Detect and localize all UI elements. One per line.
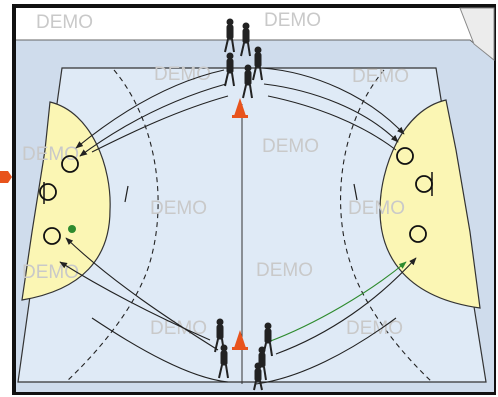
- watermark: DEMO: [154, 64, 211, 85]
- right-freethrow-line: [340, 69, 433, 383]
- cone-icon: [232, 98, 248, 118]
- player-figure-icon: [224, 18, 235, 53]
- ball-icon: [68, 225, 76, 233]
- left-freethrow-line: [65, 69, 159, 383]
- arrow-top-to-left-goal-3: [91, 95, 229, 153]
- circle-marker-icon: [43, 227, 61, 245]
- arrow-top-to-left-goal-2: [79, 83, 227, 157]
- circle-marker-icon: [61, 155, 79, 173]
- right-7m-mark: [353, 183, 358, 201]
- back-wall: [16, 8, 494, 60]
- watermark: DEMO: [256, 260, 313, 281]
- left-7m-mark: [124, 185, 129, 203]
- player-figure-icon: [252, 46, 263, 81]
- watermark: DEMO: [264, 10, 321, 31]
- arrow-bottom-to-left-goal: [65, 237, 219, 351]
- watermark: DEMO: [346, 318, 403, 339]
- circle-marker-icon: [39, 183, 57, 201]
- player-figure-icon: [224, 52, 235, 87]
- watermark: DEMO: [22, 144, 79, 165]
- player-figure-icon: [242, 64, 253, 99]
- arrow-top-to-right-goal-2: [263, 83, 399, 143]
- left-goal-area: [21, 101, 111, 301]
- player-figure-icon: [218, 344, 229, 379]
- watermark: DEMO: [36, 12, 93, 33]
- right-wall: [459, 7, 495, 62]
- arrow-bottom-curve-left: [91, 317, 229, 383]
- arrow-bottom-to-right-goal-2: [267, 261, 407, 343]
- player-figure-icon: [240, 22, 251, 57]
- watermark: DEMO: [262, 136, 319, 157]
- watermark: DEMO: [352, 66, 409, 87]
- orange-arrow-icon: [0, 171, 12, 183]
- arrow-bottom-curve-right: [255, 317, 397, 385]
- watermark: DEMO: [22, 262, 79, 283]
- arrow-top-to-right-goal-3: [267, 95, 397, 151]
- player-figure-icon: [253, 362, 263, 391]
- right-goal-area: [379, 99, 481, 309]
- arrow-bottom-to-right-goal: [275, 257, 417, 355]
- arrow-top-to-left-goal: [75, 69, 225, 149]
- watermark: DEMO: [150, 198, 207, 219]
- arrow-bottom-to-left-goal-2: [59, 261, 211, 341]
- watermark: DEMO: [150, 318, 207, 339]
- circle-marker-icon: [396, 147, 414, 165]
- arrow-top-to-right-goal: [261, 67, 405, 135]
- cone-icon: [232, 330, 248, 350]
- circle-marker-icon: [409, 225, 427, 243]
- watermark: DEMO: [348, 198, 405, 219]
